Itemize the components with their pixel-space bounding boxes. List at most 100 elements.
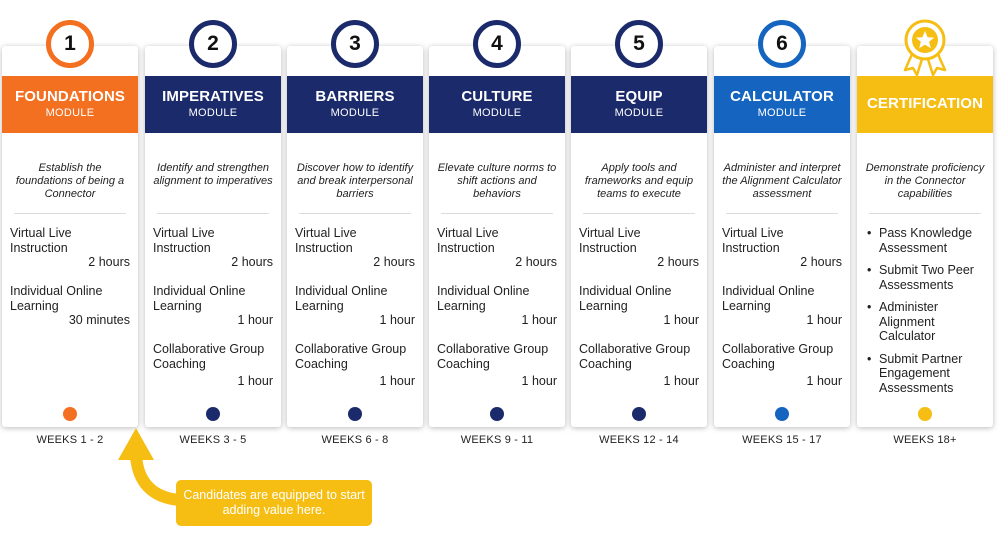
timeline-dot: [632, 407, 646, 421]
timeline-dot: [918, 407, 932, 421]
certification-column: CERTIFICATION Demonstrate proficiency in…: [857, 0, 993, 536]
module-column-2: IMPERATIVES MODULE 2 Identify and streng…: [145, 0, 281, 536]
item-label: Individual Online Learning: [10, 284, 103, 313]
module-subtitle: MODULE: [614, 107, 664, 119]
weeks-label: WEEKS 9 - 11: [460, 434, 534, 446]
module-column-3: BARRIERS MODULE 3 Discover how to identi…: [287, 0, 423, 536]
timeline-dot: [775, 407, 789, 421]
item-duration: 2 hours: [231, 255, 273, 269]
module-subtitle: MODULE: [330, 107, 380, 119]
module-column-1: FOUNDATIONS MODULE 1 Establish the found…: [2, 0, 138, 536]
module-description: Apply tools and frameworks and equip tea…: [584, 162, 694, 200]
item-label: Virtual Live Instruction: [579, 226, 641, 255]
weeks-label: WEEKS 3 - 5: [179, 434, 247, 446]
module-banner: BARRIERS MODULE: [287, 76, 423, 133]
module-title: FOUNDATIONS: [15, 88, 125, 105]
item-duration: 2 hours: [88, 255, 130, 269]
module-banner: CULTURE MODULE: [429, 76, 565, 133]
module-description: Identify and strengthen alignment to imp…: [153, 162, 273, 187]
item-label: Individual Online Learning: [295, 284, 388, 313]
item-label: Collaborative Group Coaching: [153, 342, 265, 371]
timeline-dot: [348, 407, 362, 421]
certification-title: CERTIFICATION: [866, 95, 983, 112]
item-duration: 2 hours: [800, 255, 842, 269]
module-number-badge: 1: [46, 20, 94, 68]
callout-box: Candidates are equipped to start adding …: [176, 480, 372, 526]
divider: [157, 213, 269, 214]
module-banner: CALCULATOR MODULE: [714, 76, 850, 133]
module-subtitle: MODULE: [45, 107, 95, 119]
divider: [14, 213, 126, 214]
weeks-label: WEEKS 6 - 8: [321, 434, 389, 446]
module-description: Elevate culture norms to shift actions a…: [437, 162, 557, 200]
divider: [583, 213, 695, 214]
module-number-badge: 4: [473, 20, 521, 68]
item-duration: 1 hour: [379, 313, 415, 327]
item-duration: 2 hours: [657, 255, 699, 269]
item-duration: 1 hour: [806, 313, 842, 327]
item-duration: 30 minutes: [68, 313, 130, 327]
item-duration: 1 hour: [379, 374, 415, 388]
module-banner: EQUIP MODULE: [571, 76, 707, 133]
item-label: Virtual Live Instruction: [10, 226, 72, 255]
list-item: Submit Two Peer Assessments: [865, 263, 989, 292]
module-subtitle: MODULE: [472, 107, 522, 119]
item-label: Individual Online Learning: [437, 284, 530, 313]
module-banner: FOUNDATIONS MODULE: [2, 76, 138, 133]
item-duration: 1 hour: [237, 313, 273, 327]
weeks-label: WEEKS 18+: [893, 434, 957, 446]
module-column-5: EQUIP MODULE 5 Apply tools and framework…: [571, 0, 707, 536]
divider: [299, 213, 411, 214]
module-title: IMPERATIVES: [162, 88, 264, 105]
item-label: Virtual Live Instruction: [437, 226, 499, 255]
item-label: Individual Online Learning: [722, 284, 815, 313]
module-column-4: CULTURE MODULE 4 Elevate culture norms t…: [429, 0, 565, 536]
certification-requirements: Pass Knowledge Assessment Submit Two Pee…: [865, 226, 989, 403]
list-item: Submit Partner Engagement Assessments: [865, 352, 989, 396]
item-label: Virtual Live Instruction: [722, 226, 784, 255]
item-duration: 2 hours: [515, 255, 557, 269]
timeline-dot: [490, 407, 504, 421]
module-column-6: CALCULATOR MODULE 6 Administer and inter…: [714, 0, 850, 536]
item-label: Collaborative Group Coaching: [295, 342, 407, 371]
item-duration: 2 hours: [373, 255, 415, 269]
module-description: Administer and interpret the Alignment C…: [722, 162, 842, 200]
curved-arrow-icon: [118, 428, 186, 506]
module-number-badge: 3: [331, 20, 379, 68]
item-duration: 1 hour: [521, 313, 557, 327]
module-banner: IMPERATIVES MODULE: [145, 76, 281, 133]
timeline-dot: [63, 407, 77, 421]
item-label: Virtual Live Instruction: [153, 226, 215, 255]
module-number-badge: 6: [758, 20, 806, 68]
list-item: Administer Alignment Calculator: [865, 300, 989, 344]
divider: [441, 213, 553, 214]
divider: [869, 213, 981, 214]
item-duration: 1 hour: [806, 374, 842, 388]
item-label: Individual Online Learning: [579, 284, 672, 313]
module-description: Discover how to identify and break inter…: [296, 162, 414, 200]
module-subtitle: MODULE: [757, 107, 807, 119]
timeline-dot: [206, 407, 220, 421]
module-title: EQUIP: [615, 88, 663, 105]
item-duration: 1 hour: [237, 374, 273, 388]
certification-banner: CERTIFICATION: [857, 76, 993, 133]
weeks-label: WEEKS 1 - 2: [36, 434, 104, 446]
module-title: CULTURE: [461, 88, 533, 105]
item-duration: 1 hour: [521, 374, 557, 388]
module-subtitle: MODULE: [188, 107, 238, 119]
module-title: CALCULATOR: [730, 88, 834, 105]
divider: [726, 213, 838, 214]
item-label: Collaborative Group Coaching: [437, 342, 549, 371]
item-duration: 1 hour: [663, 374, 699, 388]
list-item: Pass Knowledge Assessment: [865, 226, 989, 255]
certification-description: Demonstrate proficiency in the Connector…: [865, 162, 985, 200]
module-number-badge: 5: [615, 20, 663, 68]
weeks-label: WEEKS 15 - 17: [742, 434, 822, 446]
item-duration: 1 hour: [663, 313, 699, 327]
module-number-badge: 2: [189, 20, 237, 68]
item-label: Virtual Live Instruction: [295, 226, 357, 255]
module-title: BARRIERS: [315, 88, 395, 105]
item-label: Collaborative Group Coaching: [579, 342, 691, 371]
item-label: Individual Online Learning: [153, 284, 246, 313]
item-label: Collaborative Group Coaching: [722, 342, 834, 371]
